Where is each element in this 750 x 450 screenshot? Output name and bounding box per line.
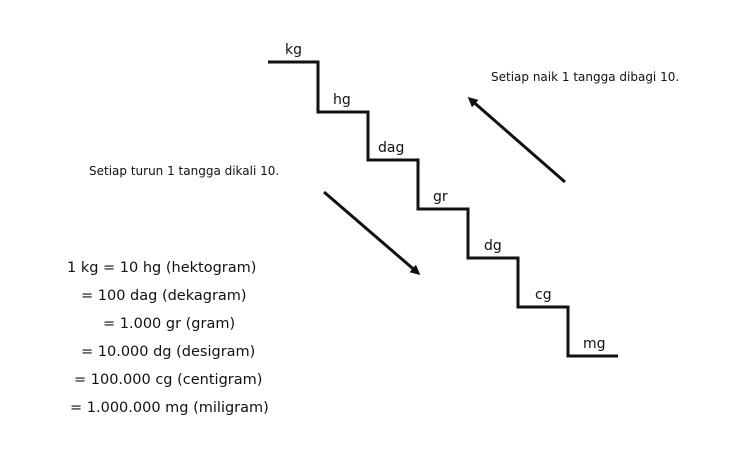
arrow-down-icon bbox=[323, 190, 421, 275]
note-up: Setiap naik 1 tangga dibagi 10. bbox=[491, 70, 679, 84]
arrow-up-icon bbox=[467, 97, 566, 184]
step-label-dag: dag bbox=[378, 140, 404, 156]
equivalence-line: = 1.000 gr (gram) bbox=[103, 316, 235, 332]
step-label-mg: mg bbox=[583, 336, 606, 352]
equivalence-line: = 10.000 dg (desigram) bbox=[81, 344, 255, 360]
note-down: Setiap turun 1 tangga dikali 10. bbox=[89, 164, 279, 178]
step-label-dg: dg bbox=[484, 238, 502, 254]
equivalence-line: = 100.000 cg (centigram) bbox=[74, 372, 262, 388]
equivalence-line: = 1.000.000 mg (miligram) bbox=[70, 400, 269, 416]
equivalence-line: = 100 dag (dekagram) bbox=[81, 288, 247, 304]
step-label-hg: hg bbox=[333, 92, 351, 108]
staircase-line bbox=[268, 60, 618, 358]
equivalence-line: 1 kg = 10 hg (hektogram) bbox=[67, 260, 256, 276]
step-label-kg: kg bbox=[285, 42, 302, 58]
step-label-cg: cg bbox=[535, 287, 552, 303]
step-label-gr: gr bbox=[433, 189, 448, 205]
